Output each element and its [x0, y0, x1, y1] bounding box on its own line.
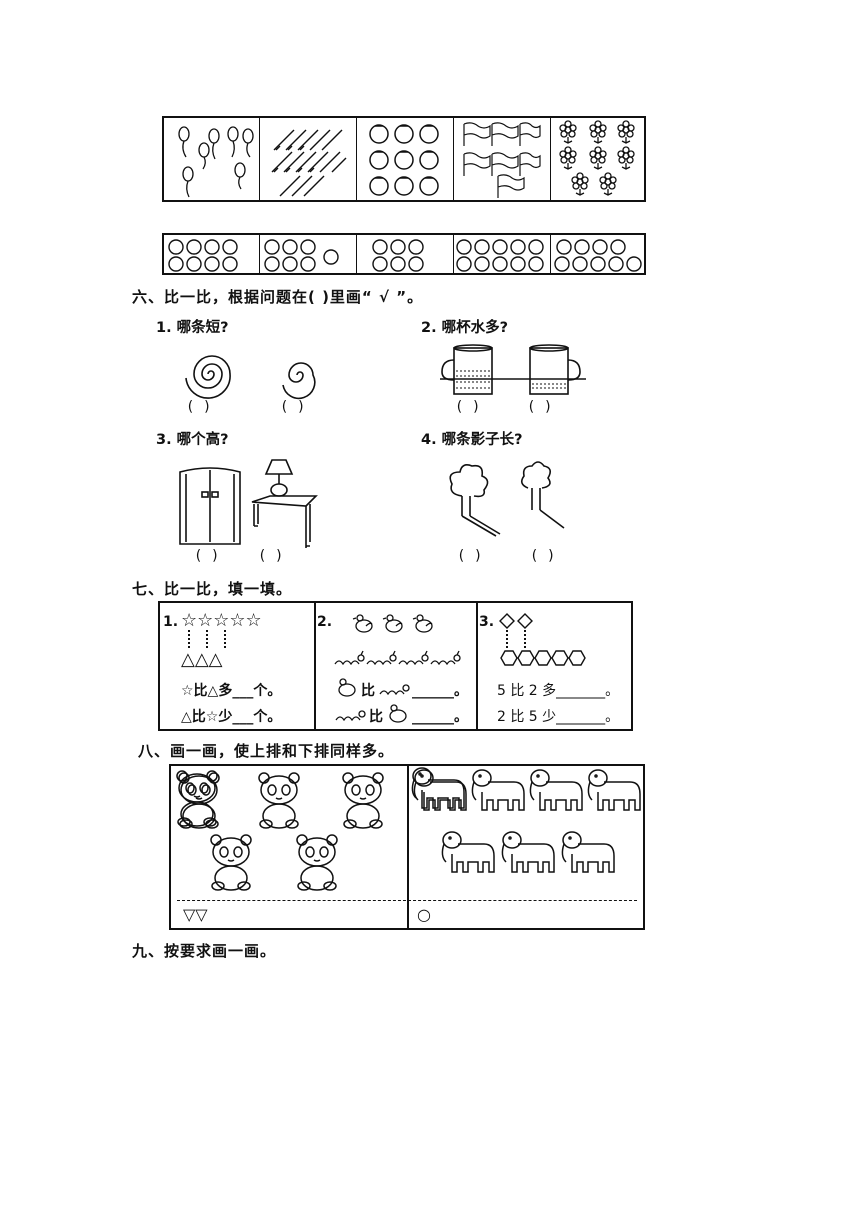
q6-4-label: 4. 哪条影子长?	[421, 432, 523, 448]
s7-p2-line2-bi: 比	[369, 709, 383, 725]
section6-title: 六、比一比，根据问题在( )里画“ √ ”。	[132, 288, 424, 306]
section8-box	[169, 764, 645, 930]
s8-left-triangles: ▽▽	[183, 905, 208, 924]
flags-icon	[463, 122, 541, 198]
section7-title: 七、比一比，填一填。	[132, 580, 293, 598]
s7-p2-blank2[interactable]: ______。	[412, 709, 468, 725]
s7-p2-caterpillar-small-2	[335, 710, 366, 722]
wardrobe-icon	[179, 467, 241, 545]
s7-p2-caterpillar-small	[379, 684, 410, 696]
s7-p3-num: 3.	[479, 614, 495, 630]
q6-1-answer-b[interactable]: ( )	[280, 399, 306, 415]
s8-right-circle: ○	[417, 905, 431, 924]
s7-p3-diamonds-hexagons	[499, 613, 586, 666]
pandas-icon	[176, 770, 384, 891]
s7-p1-num: 1.	[163, 614, 179, 630]
q6-4-answer-b[interactable]: ( )	[530, 548, 556, 564]
tomatoes-icon	[369, 124, 439, 196]
section7-box	[158, 601, 633, 731]
circles-icon	[168, 239, 642, 272]
s7-p2-caterpillars	[334, 650, 461, 666]
q6-2-label: 2. 哪杯水多?	[421, 320, 509, 336]
s7-p3-line1[interactable]: 5 比 2 多_______。	[497, 683, 620, 699]
s7-p2-blank1[interactable]: ______。	[412, 683, 468, 699]
tree-shadow-short-icon	[520, 461, 565, 529]
section8-title: 八、画一画，使上排和下排同样多。	[138, 742, 395, 760]
q6-3-answer-b[interactable]: ( )	[258, 548, 284, 564]
s7-p1-triangles: △△△	[181, 649, 223, 670]
s7-p1-line1[interactable]: ☆比△多___个。	[181, 683, 282, 699]
s7-p2-bird-small	[338, 678, 356, 697]
leaves-icon	[271, 129, 347, 197]
q6-2-answer-b[interactable]: ( )	[527, 399, 553, 415]
s7-p1-stars: ☆☆☆☆☆	[181, 610, 262, 631]
s7-p2-bird-small-2	[389, 704, 407, 723]
section9-title: 九、按要求画一画。	[132, 942, 277, 960]
cups-icon	[440, 344, 586, 395]
picture-strip-top	[162, 116, 646, 202]
s7-p3-line2[interactable]: 2 比 5 少_______。	[497, 709, 620, 725]
s7-p1-dotted-links	[188, 630, 226, 650]
q6-4-answer-a[interactable]: ( )	[457, 548, 483, 564]
q6-3-label: 3. 哪个高?	[156, 432, 229, 448]
elephants-icon	[411, 767, 641, 873]
q6-1-label: 1. 哪条短?	[156, 320, 229, 336]
spiral-long-icon	[185, 355, 231, 399]
tree-shadow-long-icon	[449, 464, 501, 537]
flowers-icon	[559, 120, 635, 196]
table-lamp-icon	[251, 459, 318, 548]
circles-strip	[162, 233, 646, 275]
balloons-icon	[178, 126, 254, 198]
q6-3-answer-a[interactable]: ( )	[194, 548, 220, 564]
s7-p1-line2[interactable]: △比☆少___个。	[181, 709, 282, 725]
q6-1-answer-a[interactable]: ( )	[186, 399, 212, 415]
s7-p2-line1-bi: 比	[361, 683, 375, 699]
spiral-short-icon	[282, 362, 316, 400]
s7-p2-birds	[352, 614, 433, 633]
s7-p2-num: 2.	[317, 614, 333, 630]
q6-2-answer-a[interactable]: ( )	[455, 399, 481, 415]
